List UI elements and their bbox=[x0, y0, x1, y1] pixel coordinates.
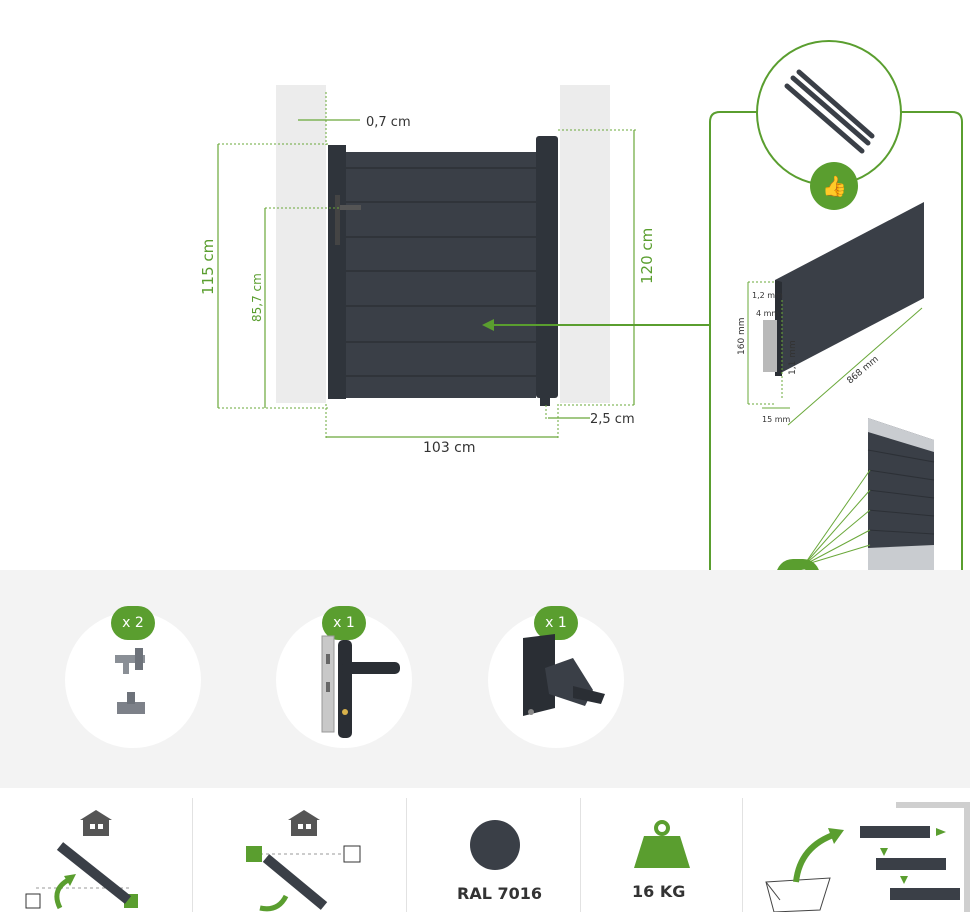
box-icon bbox=[765, 802, 970, 912]
house-icon bbox=[288, 810, 320, 836]
opening-left-icon bbox=[25, 810, 138, 910]
hinge-rods bbox=[784, 69, 875, 154]
profile-groove: 4 mm bbox=[756, 309, 779, 318]
dim-post-height: 120 cm bbox=[638, 228, 656, 284]
thumbs-up-badge bbox=[810, 162, 858, 210]
profile-strip bbox=[775, 202, 924, 376]
gate-post-right bbox=[536, 136, 558, 398]
lock-handle-icon bbox=[321, 635, 400, 738]
gate-post-left bbox=[328, 145, 346, 399]
hinges-count-badge: x 2 bbox=[111, 606, 155, 640]
color-label: RAL 7016 bbox=[457, 884, 542, 903]
right-wall bbox=[560, 85, 610, 403]
stop-count-badge: x 1 bbox=[534, 606, 578, 640]
weight-icon bbox=[634, 820, 690, 868]
gate-handle bbox=[335, 205, 361, 210]
lock-count-badge: x 1 bbox=[322, 606, 366, 640]
profile-thickness-top: 1,2 mm bbox=[752, 291, 783, 300]
dim-gap-post: 0,7 cm bbox=[366, 115, 411, 130]
dim-width: 103 cm bbox=[423, 440, 476, 456]
dim-handle-height: 85,7 cm bbox=[250, 273, 264, 322]
hinges-icon bbox=[115, 648, 145, 714]
profile-depth: 15 mm bbox=[762, 415, 791, 424]
profile-wall: 1,1 mm bbox=[788, 340, 798, 375]
gate-stop-icon bbox=[523, 634, 605, 716]
color-swatch bbox=[470, 820, 520, 870]
thumbs-up-icon: 👍 bbox=[822, 174, 847, 198]
panel-slats bbox=[346, 167, 536, 377]
gate-dimension-diagram: 0,7 cm 115 cm 85,7 cm 120 cm 2,5 cm 103 … bbox=[199, 40, 963, 570]
profile-height: 160 mm bbox=[737, 317, 747, 355]
house-icon bbox=[80, 810, 112, 836]
weight-label: 16 KG bbox=[632, 882, 686, 901]
dim-total-height: 115 cm bbox=[199, 239, 217, 295]
opening-right-icon bbox=[246, 810, 361, 912]
gate-panel bbox=[346, 152, 536, 398]
left-wall bbox=[276, 85, 326, 403]
dim-gap-bottom: 2,5 cm bbox=[590, 412, 635, 427]
